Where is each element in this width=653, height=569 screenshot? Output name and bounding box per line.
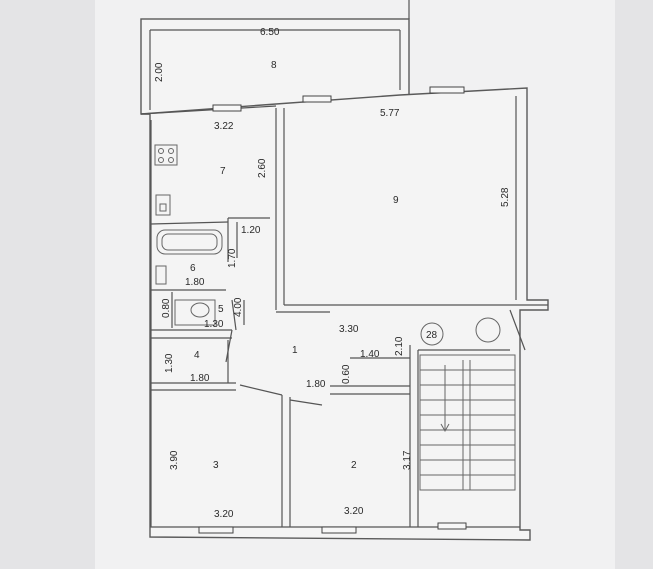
room-label-28: 28 [426,330,438,341]
dim-0-80: 0.80 [161,298,172,318]
dim-3-22: 3.22 [214,121,234,132]
room-label-7: 7 [220,166,226,177]
dim-1-80-bath: 1.80 [185,277,205,288]
dim-1-80-r4: 1.80 [190,373,210,384]
dim-1-40: 1.40 [360,349,380,360]
windows [198,86,467,534]
room-label-1: 1 [292,345,298,356]
marker-28-circle [420,322,444,346]
sink-icon [155,194,171,216]
room-label-5: 5 [218,304,224,315]
dim-2-10: 2.10 [394,336,405,356]
dim-3-17: 3.17 [402,450,413,470]
dim-3-30: 3.30 [339,324,359,335]
circle-marker-icon [475,317,501,343]
dim-5-77: 5.77 [380,108,400,119]
dim-1-30-wc: 1.30 [204,319,224,330]
dimension-labels: 6.50 2.00 3.22 2.60 5.77 5.28 1.20 1.70 … [154,27,511,520]
washbasin-icon [155,265,167,285]
dim-6-50: 6.50 [260,27,280,38]
dim-1-20: 1.20 [241,225,261,236]
staircase [419,317,516,491]
room-label-3: 3 [213,460,219,471]
dim-0-60: 0.60 [341,364,352,384]
room-label-2: 2 [351,460,357,471]
dim-1-80-hall: 1.80 [306,379,326,390]
dim-3-90: 3.90 [169,450,180,470]
apartment-outline [140,87,549,541]
room-label-8: 8 [271,60,277,71]
dim-3-20-r3: 3.20 [214,509,234,520]
toilet-icon [174,299,216,326]
fixtures [154,144,223,326]
interior-walls [150,108,548,527]
dim-4-00: 4.00 [233,297,244,317]
bathtub-icon [156,229,223,255]
stair-arrow-head [440,423,450,433]
room-label-6: 6 [190,263,196,274]
dim-1-70: 1.70 [227,248,238,268]
room-label-9: 9 [393,195,399,206]
dim-2-60: 2.60 [257,158,268,178]
room-labels: 8 7 9 6 5 4 1 3 2 28 [190,60,438,471]
room-label-4: 4 [194,350,200,361]
dim-2-00: 2.00 [154,62,165,82]
stove-icon [154,144,178,166]
dim-5-28: 5.28 [500,187,511,207]
dim-1-30-r4: 1.30 [164,353,175,373]
dim-3-20-r2: 3.20 [344,506,364,517]
